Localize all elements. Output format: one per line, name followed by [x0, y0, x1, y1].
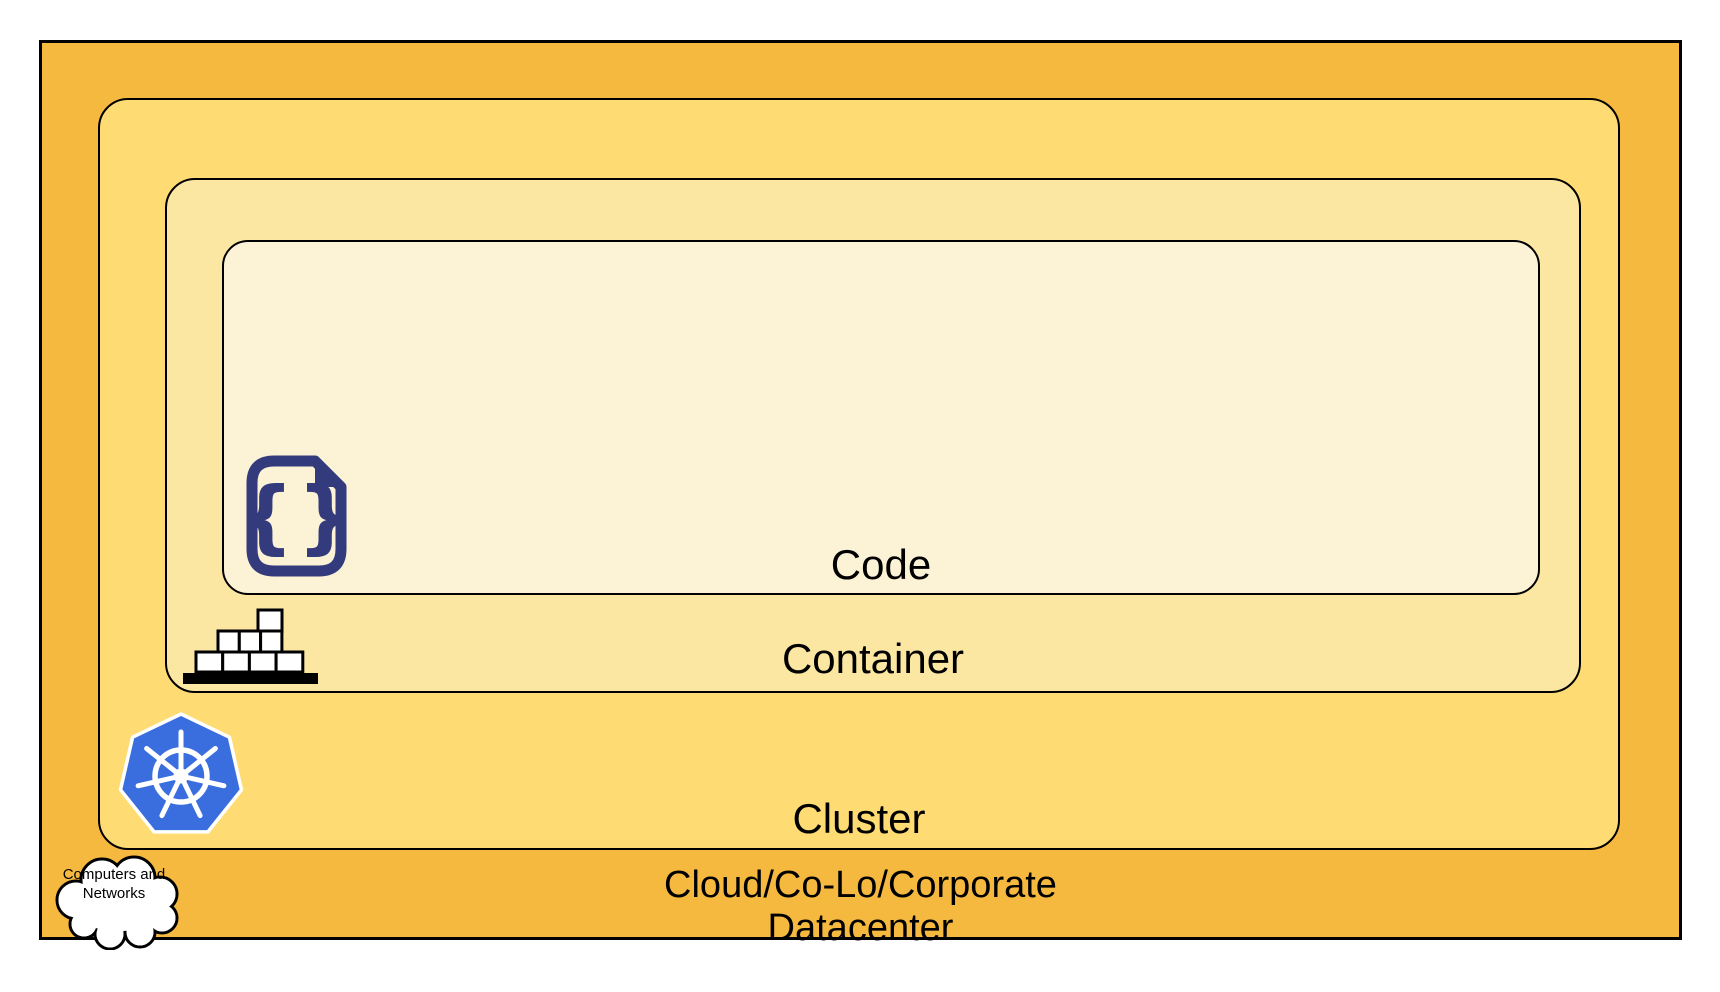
- datacenter-label-line1: Cloud/Co-Lo/Corporate: [664, 864, 1057, 906]
- cloud-callout-text: Computers and Networks: [48, 866, 180, 904]
- container-blocks-icon: [183, 608, 318, 684]
- cloud-callout-line1: Computers and: [62, 866, 166, 883]
- cluster-label: Cluster: [792, 795, 926, 842]
- container-label: Container: [781, 635, 965, 682]
- datacenter-label-line2: Datacenter: [767, 906, 954, 949]
- cloud-callout-line2: Networks: [82, 884, 146, 902]
- layer-code: [222, 240, 1540, 595]
- kubernetes-icon: [118, 712, 244, 834]
- svg-text:{}: {}: [237, 470, 357, 563]
- code-label: Code: [830, 541, 932, 588]
- datacenter-label: Cloud/Co-Lo/Corporate Datacenter: [39, 864, 1682, 949]
- code-file-icon: {}: [237, 455, 357, 577]
- cloud-icon: [55, 855, 179, 950]
